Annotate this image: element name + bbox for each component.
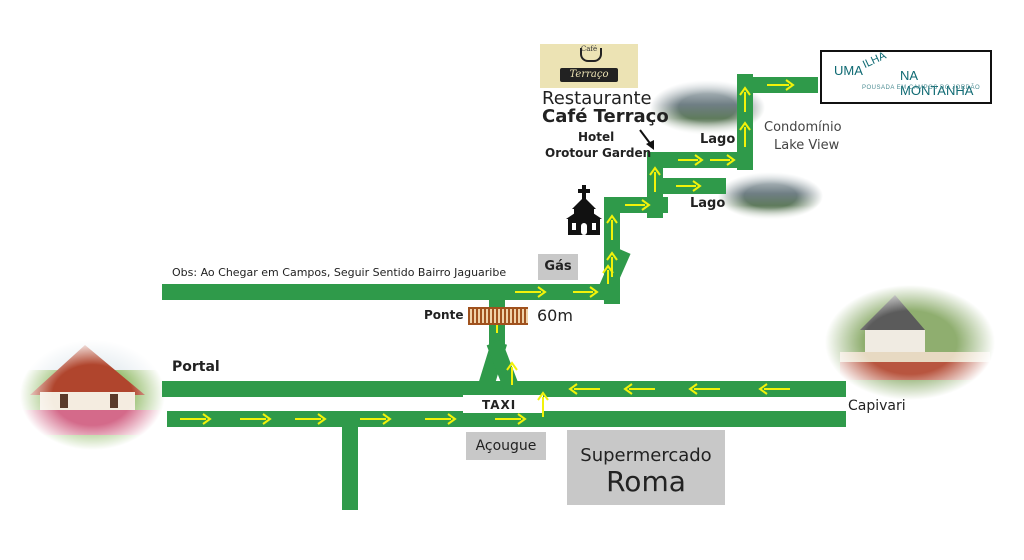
label-portal: Portal <box>172 359 220 375</box>
label-supermercado-roma: Supermercado Roma <box>567 430 725 505</box>
label-lago-upper: Lago <box>700 132 736 147</box>
bridge-plank <box>478 309 480 323</box>
arrow-acougue-up <box>537 391 549 417</box>
label-orotour-garden: Orotour Garden <box>545 146 652 160</box>
label-obs: Obs: Ao Chegar em Campos, Seguir Sentido… <box>172 266 507 279</box>
supermercado-line2: Roma <box>606 465 686 498</box>
arrow-to-lago-0 <box>678 154 704 166</box>
direction-arrows <box>180 79 795 425</box>
bridge-icon <box>468 307 528 325</box>
bridge-plank <box>514 309 516 323</box>
supermercado-line1: Supermercado <box>580 445 712 466</box>
arrow-portal-2 <box>688 383 720 395</box>
label-taxi: TAXI <box>482 398 517 412</box>
bridge-plank <box>518 309 520 323</box>
label-condominio: Condomínio <box>764 120 842 135</box>
arrow-bottom-4 <box>425 413 457 425</box>
pointer-arrow-icon <box>639 129 654 150</box>
bridge-plank <box>490 309 492 323</box>
church-icon <box>566 185 602 235</box>
arrow-bottom-5 <box>495 413 527 425</box>
label-lake-view: Lake View <box>774 138 840 153</box>
arrow-vert-lower-1 <box>606 214 618 240</box>
road-ponte-right <box>486 339 523 400</box>
arrow-step-1 <box>625 199 651 211</box>
cafe-cup-icon <box>580 48 602 62</box>
bridge-plank <box>498 309 500 323</box>
label-cafe-terraco: Café Terraço <box>542 106 669 127</box>
bridge-plank <box>506 309 508 323</box>
cafe-logo-line1: Café <box>580 45 598 53</box>
arrow-vert-upper-0 <box>739 121 751 147</box>
arrow-to-pousada <box>767 79 795 91</box>
arrow-bottom-1 <box>240 413 272 425</box>
label-lago-lower: Lago <box>690 196 726 211</box>
label-acougue: Açougue <box>466 432 546 460</box>
arrow-portal-0 <box>568 383 600 395</box>
arrow-vert-mid <box>649 166 661 192</box>
bridge-plank <box>526 309 528 323</box>
taxi-gap <box>463 395 543 413</box>
arrow-ponte-right <box>506 361 518 385</box>
bridge-plank <box>522 309 524 323</box>
logo-tagline: POUSADA EM CAMPOS DO JORDÃO <box>862 85 981 91</box>
bridge-plank <box>502 309 504 323</box>
arrow-to-lago-1 <box>710 154 736 166</box>
bridge-plank <box>474 309 476 323</box>
capivari-photo <box>825 285 995 400</box>
arrow-lago-branch <box>676 180 702 192</box>
label-capivari: Capivari <box>848 398 906 414</box>
bridge-plank <box>482 309 484 323</box>
bridge-plank <box>494 309 496 323</box>
logo-part-ilha: ILHA <box>860 49 889 71</box>
arrow-vert-upper-1 <box>739 86 751 112</box>
bridge-plank <box>486 309 488 323</box>
arrow-portal-3 <box>758 383 790 395</box>
arrow-main-upper-1 <box>573 286 599 298</box>
cafe-logo-line2: Terraço <box>560 68 618 82</box>
cafe-terraco-logo: Café Terraço <box>540 44 638 88</box>
label-restaurante: Restaurante <box>542 88 652 109</box>
arrow-portal-1 <box>623 383 655 395</box>
label-hotel: Hotel <box>578 130 615 144</box>
arrow-main-upper-0 <box>515 286 547 298</box>
uma-ilha-logo: UMA ILHA NA MONTANHA POUSADA EM CAMPOS D… <box>820 50 992 104</box>
label-60m: 60m <box>537 306 573 325</box>
logo-part-uma: UMA <box>834 63 863 78</box>
portal-photo <box>20 340 165 450</box>
bridge-plank <box>510 309 512 323</box>
arrow-bottom-0 <box>180 413 212 425</box>
label-gas: Gás <box>538 254 578 280</box>
arrow-bottom-3 <box>360 413 392 425</box>
label-ponte: Ponte <box>424 308 464 322</box>
bridge-plank <box>470 309 472 323</box>
arrow-bottom-2 <box>295 413 327 425</box>
logo-part-montanha: NA MONTANHA <box>900 68 974 98</box>
arrow-vert-lower-0 <box>606 251 618 277</box>
